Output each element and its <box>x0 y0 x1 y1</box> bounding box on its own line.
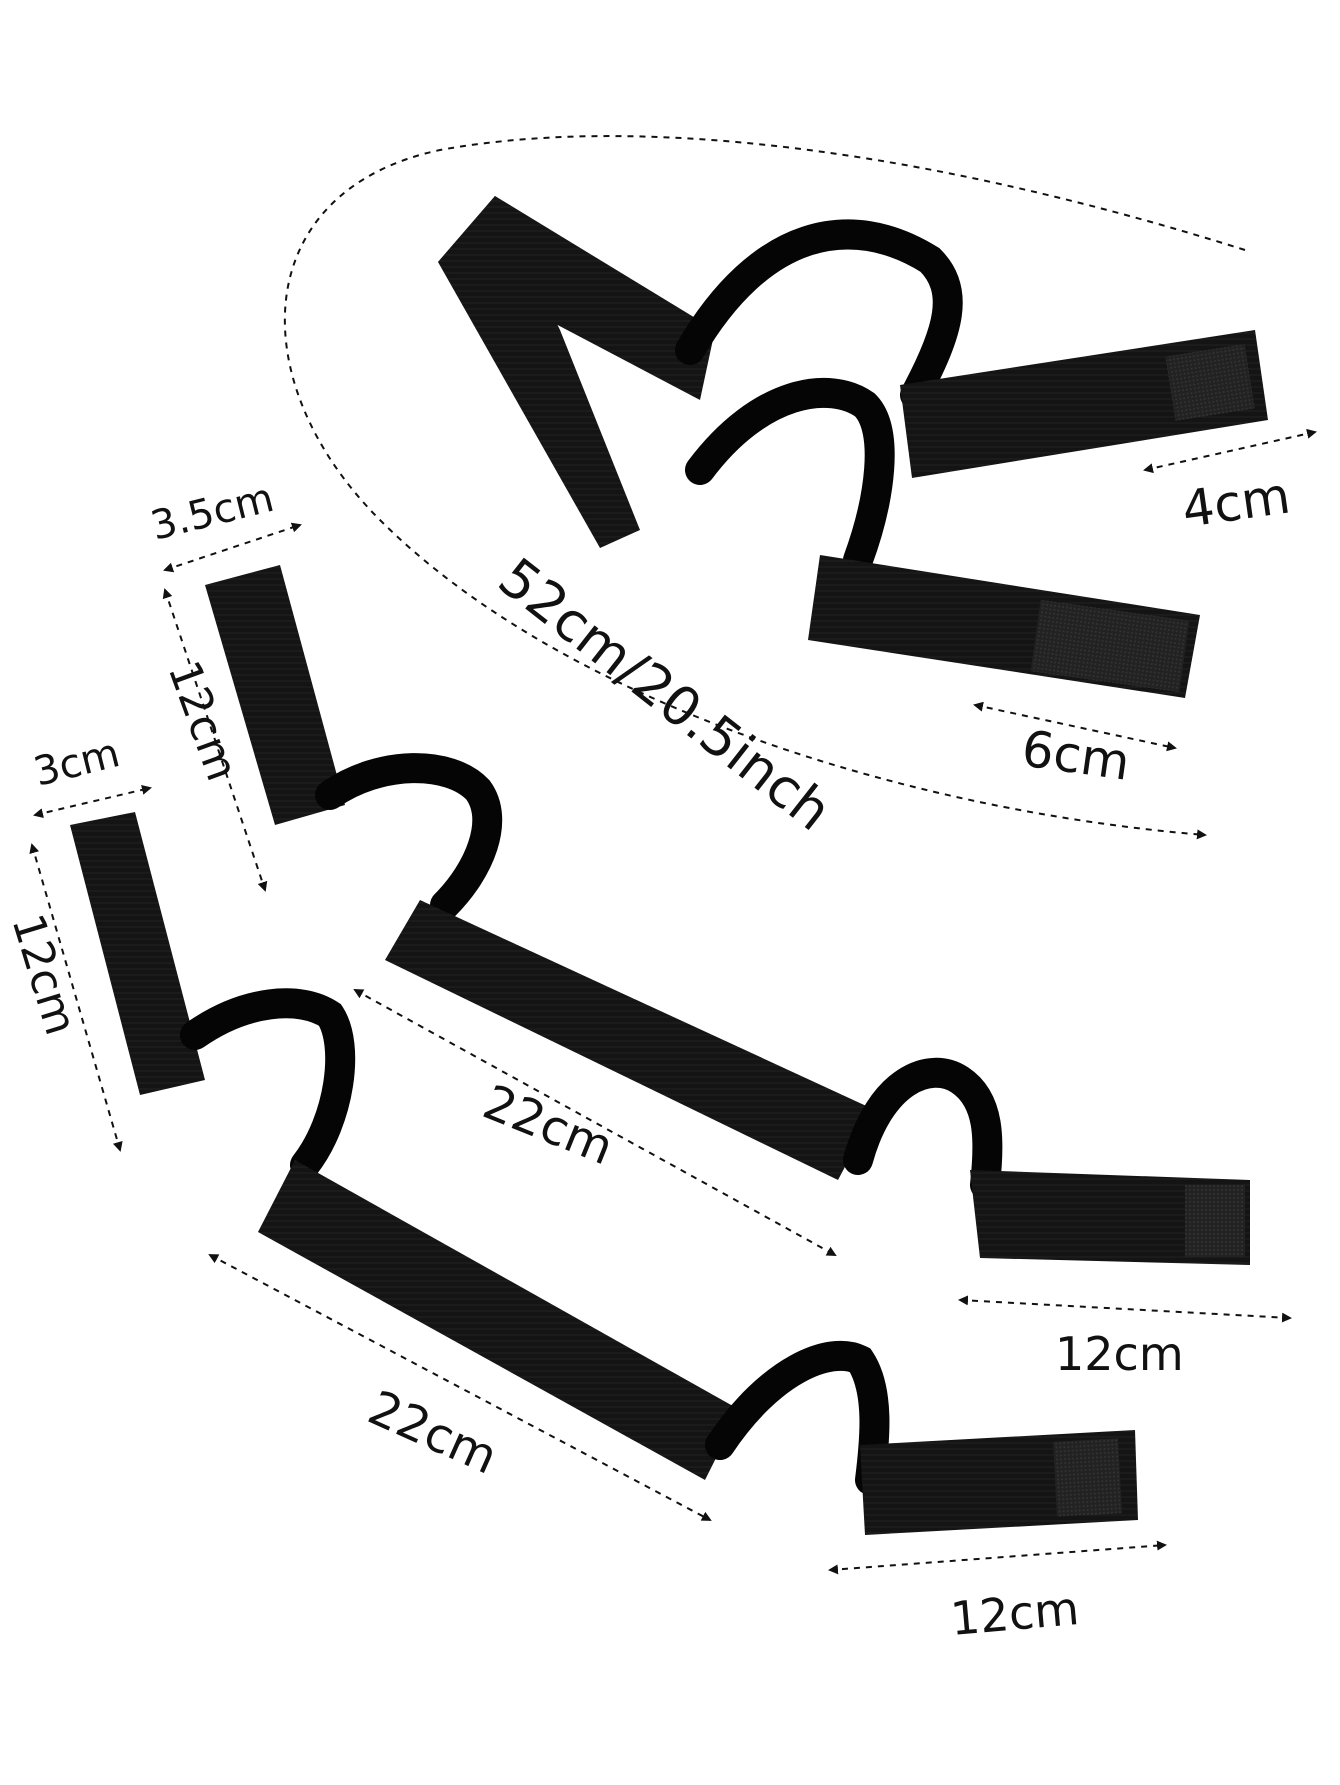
guide-bottom-end <box>828 1540 1167 1575</box>
label-middle-end: 12cm <box>1055 1327 1184 1381</box>
guide-middle-long <box>353 989 837 1256</box>
top-strap-set <box>438 196 1268 698</box>
guide-bottom-long <box>208 1254 712 1521</box>
top-velvet-arc-1 <box>675 219 963 410</box>
label-bottom-end: 12cm <box>948 1581 1081 1646</box>
guide-top-end-width <box>1143 428 1317 474</box>
velcro-patch-top-lower <box>1030 599 1190 693</box>
velcro-patch-middle <box>1185 1185 1245 1257</box>
velcro-patch-top-upper <box>1165 344 1255 421</box>
top-loop-band-lower <box>438 196 640 548</box>
middle-velvet-arc-1 <box>315 753 503 920</box>
guide-small-length-bottom <box>29 843 123 1152</box>
bottom-velvet-arc-1 <box>180 988 356 1180</box>
dimension-guides <box>29 135 1317 1575</box>
guide-top-lower-width <box>973 701 1177 752</box>
velcro-patch-bottom <box>1053 1438 1122 1517</box>
middle-velvet-arc-2 <box>843 1057 1003 1200</box>
middle-end-tab <box>970 1170 1250 1265</box>
total-length-guide <box>283 135 1246 840</box>
top-velvet-arc-2 <box>685 377 895 575</box>
bottom-velvet-arc-2 <box>705 1340 890 1495</box>
guide-small-width-bottom <box>33 784 152 819</box>
guide-small-length-top <box>162 588 268 892</box>
